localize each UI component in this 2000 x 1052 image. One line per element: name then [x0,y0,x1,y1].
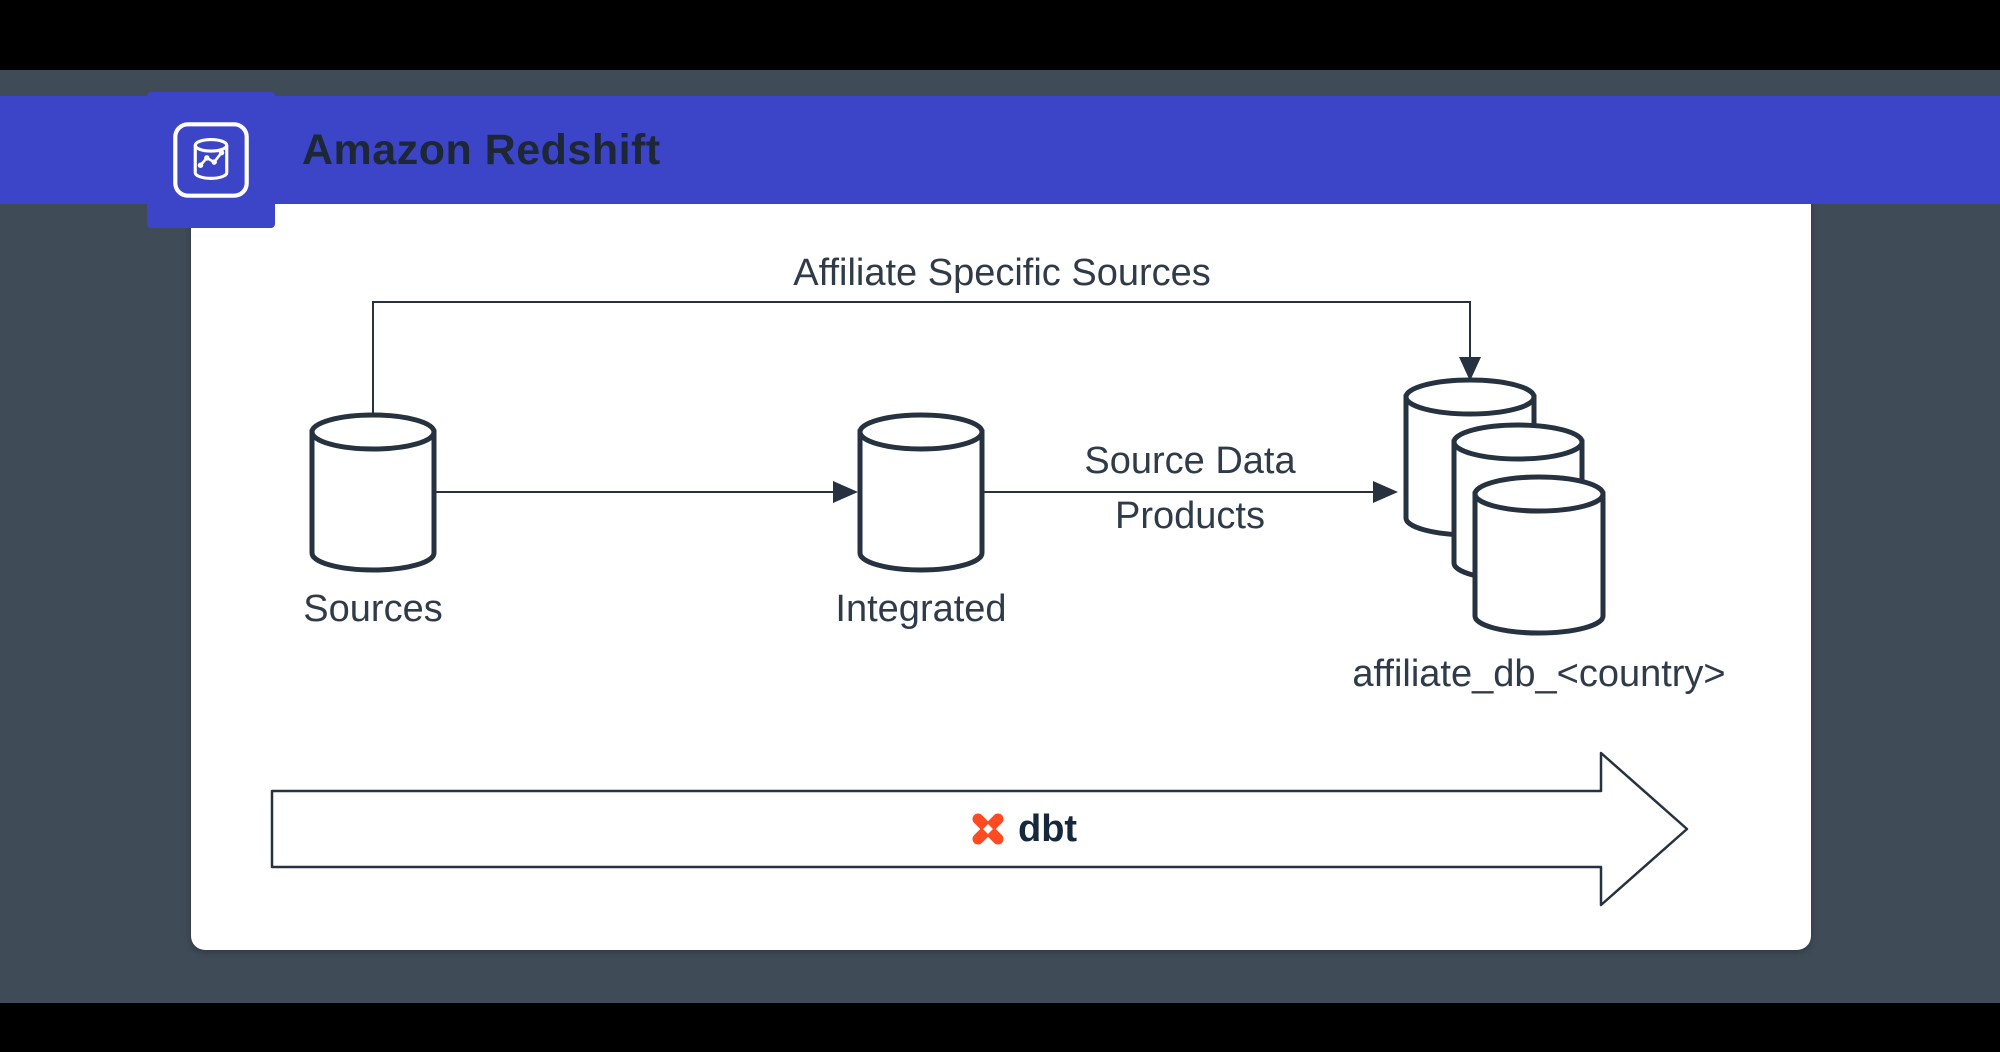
label-affiliate-specific-sources: Affiliate Specific Sources [793,252,1211,294]
dbt-logo: dbt [968,806,1077,852]
down-arrowhead-icon [1459,357,1481,381]
dbt-label: dbt [1018,807,1078,850]
redshift-database-icon [173,122,249,198]
arrowheads [833,357,1481,503]
redshift-badge [147,92,275,228]
bottom-letterbox-bar [0,1003,2000,1052]
connector-lines [372,301,1471,493]
top-letterbox-bar [0,0,2000,70]
stack-cylinder-front [1472,474,1606,636]
header-band [0,96,2000,204]
label-source-data-products: Source Data Products [1030,434,1350,544]
sources-node-cylinder [309,412,437,573]
affiliate-db-cylinder-stack [1403,377,1606,636]
label-integrated: Integrated [835,588,1007,630]
right-arrowhead-icon [1373,481,1398,503]
edge-label-line2: Products [1115,495,1265,537]
right-arrowhead-icon [833,481,858,503]
affiliate-specific-sources-connector [372,301,1471,414]
label-sources: Sources [303,588,443,630]
dbt-logo-icon [972,813,1004,845]
edge-label-line1: Source Data [1084,440,1296,482]
label-affiliate-db-country: affiliate_db_<country> [1352,653,1726,695]
page-title: Amazon Redshift [302,126,661,174]
integrated-node-cylinder [857,412,985,573]
dbt-flow-block-arrow [270,751,1689,907]
